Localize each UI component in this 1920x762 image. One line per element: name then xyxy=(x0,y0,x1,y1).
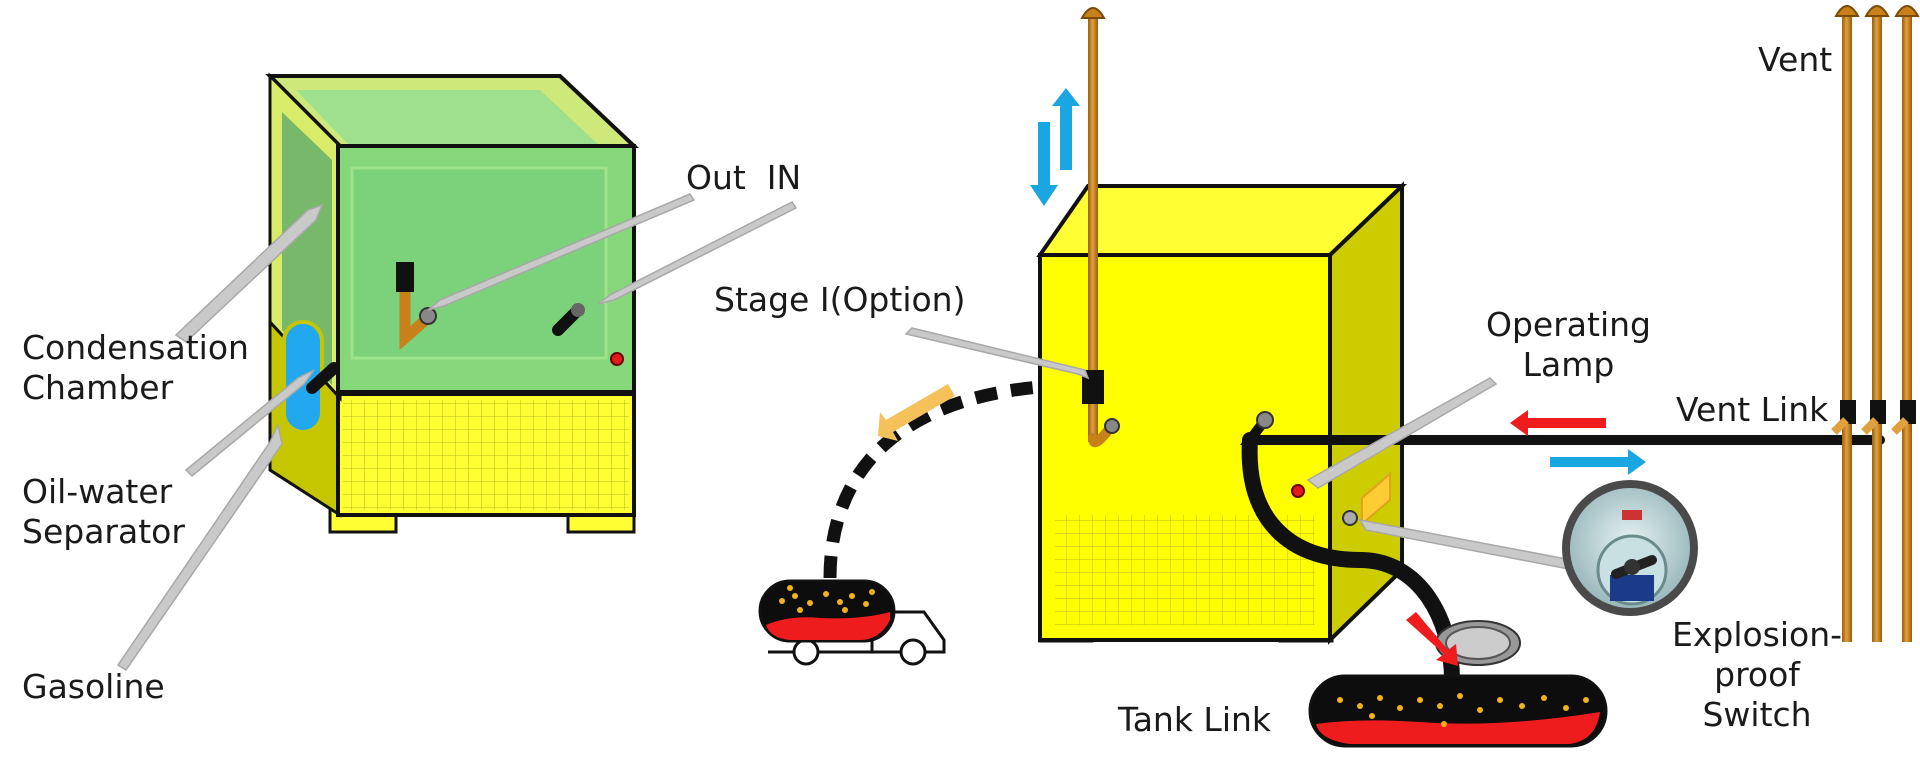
operating-lamp-callout xyxy=(1306,377,1498,489)
condensation-chamber-label-line: Chamber xyxy=(22,368,174,407)
explosion-proof-switch-label-line: Switch xyxy=(1702,695,1812,734)
stage-one-pipe xyxy=(1088,12,1098,442)
stage-one-hose xyxy=(823,378,1079,579)
explosion-proof-switch xyxy=(1562,480,1698,616)
left-cabinet xyxy=(265,72,640,534)
explosion-proof-switch-label-line: Explosion- xyxy=(1672,615,1843,654)
up-flow-arrow-icon xyxy=(1052,88,1080,170)
operating-lamp-label-line: Operating xyxy=(1486,305,1651,344)
explosion-proof-switch-label-line: proof xyxy=(1714,655,1800,694)
tank-red-arrow-icon xyxy=(1406,612,1458,666)
left-lamp-icon xyxy=(610,352,624,366)
left-callout-arrows xyxy=(116,193,798,672)
vent-link-label: Vent Link xyxy=(1676,390,1829,429)
out-pipe-cap xyxy=(396,262,414,292)
red-flow-arrow-icon xyxy=(1510,410,1606,436)
operating-lamp-label-line: Lamp xyxy=(1522,345,1615,384)
gasoline-label: Gasoline xyxy=(22,667,165,706)
tank-link-hose xyxy=(1241,432,1460,688)
fuel-droplets xyxy=(779,585,875,613)
stage-one-callout xyxy=(904,327,1090,380)
oil-water-separator-label: Oil-water Separator xyxy=(22,472,185,552)
orange-flow-arrow-icon xyxy=(878,384,955,441)
tank-link-label: Tank Link xyxy=(1118,700,1272,739)
vent-label: Vent xyxy=(1758,40,1833,79)
switch-mount-icon xyxy=(1342,510,1358,526)
operating-lamp-label: Operating Lamp xyxy=(1486,305,1651,385)
oil-water-separator-label-line: Separator xyxy=(22,512,185,551)
out-in-label: Out IN xyxy=(686,158,802,197)
separator-valve-icon xyxy=(306,362,340,394)
condensation-chamber-label: Condensation Chamber xyxy=(22,328,249,408)
stage-one-label: Stage I(Option) xyxy=(714,280,966,319)
oil-water-separator-label-line: Oil-water xyxy=(22,472,173,511)
vent-pipes xyxy=(1831,5,1920,642)
condensation-chamber-label-line: Condensation xyxy=(22,328,249,367)
operating-lamp xyxy=(1291,484,1305,498)
tank-fuel-droplets xyxy=(1337,693,1589,727)
tanker-truck xyxy=(758,579,946,666)
down-flow-arrow-icon xyxy=(1030,122,1058,206)
blue-flow-arrow-icon xyxy=(1550,449,1646,475)
explosion-proof-switch-label: Explosion- proof Switch xyxy=(1672,615,1842,735)
